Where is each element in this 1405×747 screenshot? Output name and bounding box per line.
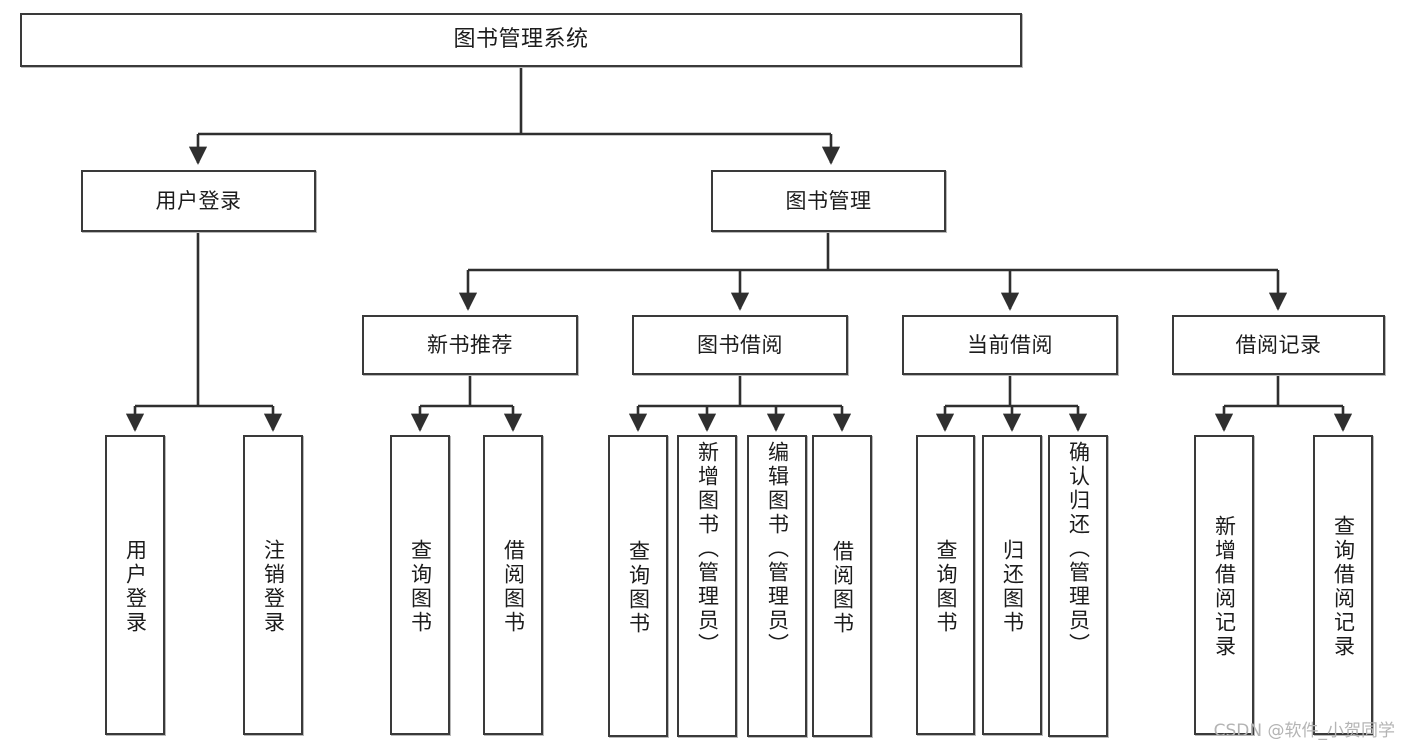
node-root-book-management-system[interactable]: 图书管理系统 — [20, 13, 1022, 67]
node-label: 编辑图书（管理员） — [765, 441, 790, 657]
node-label: 新增图书（管理员） — [695, 441, 720, 657]
node-label: 查询借阅记录 — [1331, 515, 1356, 659]
leaf-current-borrow-return-book[interactable]: 归还图书 — [982, 435, 1042, 735]
leaf-new-book-query-book[interactable]: 查询图书 — [390, 435, 450, 735]
leaf-new-book-borrow-book[interactable]: 借阅图书 — [483, 435, 543, 735]
node-new-book-recommend[interactable]: 新书推荐 — [362, 315, 578, 375]
node-label: 查询图书 — [626, 540, 651, 636]
node-label: 借阅图书 — [501, 539, 526, 635]
leaf-book-borrow-add-book-admin[interactable]: 新增图书（管理员） — [677, 435, 737, 737]
node-label: 借阅图书 — [830, 540, 855, 636]
node-label: 图书借阅 — [697, 332, 783, 357]
node-label: 确认归还（管理员） — [1066, 441, 1091, 657]
leaf-current-borrow-query-book[interactable]: 查询图书 — [916, 435, 975, 735]
node-book-borrow[interactable]: 图书借阅 — [632, 315, 848, 375]
leaf-user-login-login[interactable]: 用户登录 — [105, 435, 165, 735]
node-label: 归还图书 — [1000, 539, 1025, 635]
node-label: 当前借阅 — [967, 332, 1053, 357]
leaf-book-borrow-edit-book-admin[interactable]: 编辑图书（管理员） — [747, 435, 807, 737]
node-current-borrow[interactable]: 当前借阅 — [902, 315, 1118, 375]
node-label: 借阅记录 — [1235, 332, 1322, 357]
watermark: CSDN @软件_小贺同学 — [1213, 721, 1395, 741]
node-user-login[interactable]: 用户登录 — [81, 170, 316, 232]
node-borrow-record[interactable]: 借阅记录 — [1172, 315, 1385, 375]
node-label: 新书推荐 — [427, 332, 513, 357]
leaf-current-borrow-confirm-return-admin[interactable]: 确认归还（管理员） — [1048, 435, 1108, 737]
node-book-management[interactable]: 图书管理 — [711, 170, 946, 232]
node-label: 查询图书 — [934, 539, 958, 635]
leaf-user-login-logout[interactable]: 注销登录 — [243, 435, 303, 735]
node-label: 新增借阅记录 — [1212, 515, 1237, 659]
node-label: 图书管理 — [785, 188, 872, 213]
leaf-book-borrow-borrow-book[interactable]: 借阅图书 — [812, 435, 872, 737]
node-label: 用户登录 — [155, 188, 242, 213]
node-label: 用户登录 — [123, 539, 148, 635]
node-label: 图书管理系统 — [453, 27, 589, 53]
node-label: 查询图书 — [408, 539, 433, 635]
leaf-book-borrow-query-book[interactable]: 查询图书 — [608, 435, 668, 737]
node-label: 注销登录 — [261, 539, 286, 635]
leaf-borrow-record-add-record[interactable]: 新增借阅记录 — [1194, 435, 1254, 735]
leaf-borrow-record-query-record[interactable]: 查询借阅记录 — [1313, 435, 1373, 735]
